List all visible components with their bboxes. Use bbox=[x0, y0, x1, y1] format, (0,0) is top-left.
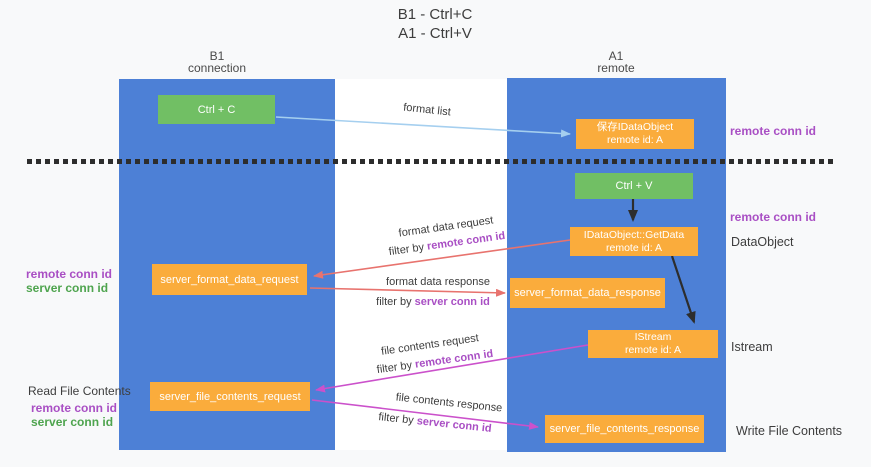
file-contents-response-arrow bbox=[311, 399, 539, 430]
dataobject-label: DataObject bbox=[731, 235, 794, 249]
filter-key-server-conn-id: server conn id bbox=[414, 296, 490, 308]
format-data-response-filter-label: filter by server conn id bbox=[376, 296, 490, 308]
lane-b1-subtitle: connection bbox=[187, 61, 247, 75]
lane-gap-band bbox=[335, 79, 507, 450]
format-data-request-arrow bbox=[313, 239, 571, 279]
left-conn-id-pair-2: remote conn id server conn id bbox=[31, 401, 118, 429]
left-conn-id-pair-1: remote conn id server conn id bbox=[26, 267, 113, 295]
format-list-arrow bbox=[275, 116, 571, 138]
title-line-1: B1 - Ctrl+C bbox=[397, 6, 473, 23]
lane-header-b1: B1 connection bbox=[167, 50, 267, 74]
lane-b1-name: B1 bbox=[209, 49, 225, 63]
server-format-data-request-box: server_format_data_request bbox=[152, 264, 307, 295]
write-file-contents-label: Write File Contents bbox=[736, 424, 843, 438]
dashed-separator-line bbox=[27, 159, 833, 164]
server-file-contents-request-label: server_file_contents_request bbox=[159, 390, 301, 403]
istream-line1: IStream bbox=[634, 331, 672, 343]
left-server-conn-id-1: server conn id bbox=[26, 280, 109, 295]
server-file-contents-request-box: server_file_contents_request bbox=[150, 382, 310, 411]
format-data-response-label: format data response bbox=[386, 276, 490, 288]
getdata-line2: remote id: A bbox=[605, 241, 663, 254]
filter-prefix: filter by bbox=[376, 296, 415, 308]
server-format-data-response-box: server_format_data_response bbox=[510, 278, 665, 308]
format-data-response-arrow bbox=[309, 287, 506, 297]
save-idataobject-box: 保存IDataObject remote id: A bbox=[576, 119, 694, 149]
ctrl-v-box: Ctrl + V bbox=[575, 173, 693, 199]
file-contents-request-arrow bbox=[315, 344, 589, 393]
save-idataobject-line1: 保存IDataObject bbox=[596, 121, 674, 133]
read-file-contents-label: Read File Contents bbox=[28, 384, 131, 398]
server-file-contents-response-box: server_file_contents_response bbox=[545, 415, 704, 443]
istream-box: IStream remote id: A bbox=[588, 330, 718, 358]
lane-header-a1: A1 remote bbox=[566, 50, 666, 74]
left-server-conn-id-2: server conn id bbox=[31, 414, 114, 429]
save-idataobject-line2: remote id: A bbox=[606, 134, 664, 146]
idataobject-getdata-box: IDataObject::GetData remote id: A bbox=[570, 227, 698, 256]
server-file-contents-response-label: server_file_contents_response bbox=[549, 423, 700, 435]
ctrl-v-label: Ctrl + V bbox=[615, 180, 653, 192]
left-remote-conn-id-1: remote conn id bbox=[26, 267, 113, 281]
ctrl-c-label: Ctrl + C bbox=[197, 103, 236, 116]
server-format-data-request-label: server_format_data_request bbox=[160, 273, 299, 286]
lane-a1-name: A1 bbox=[608, 49, 624, 63]
getdata-to-istream-arrow bbox=[670, 255, 696, 324]
server-format-data-response-label: server_format_data_response bbox=[514, 287, 661, 299]
diagram-title: B1 - Ctrl+C A1 - Ctrl+V bbox=[330, 5, 540, 43]
istream-line2: remote id: A bbox=[624, 344, 682, 356]
right-remote-conn-id-mid: remote conn id bbox=[730, 210, 817, 224]
title-line-2: A1 - Ctrl+V bbox=[398, 25, 472, 42]
istream-side-label: Istream bbox=[731, 340, 773, 354]
lane-a1-subtitle: remote bbox=[597, 61, 635, 75]
ctrl-c-box: Ctrl + C bbox=[158, 95, 275, 124]
left-remote-conn-id-2: remote conn id bbox=[31, 401, 118, 415]
right-remote-conn-id-top: remote conn id bbox=[730, 124, 817, 138]
getdata-line1: IDataObject::GetData bbox=[583, 228, 685, 241]
